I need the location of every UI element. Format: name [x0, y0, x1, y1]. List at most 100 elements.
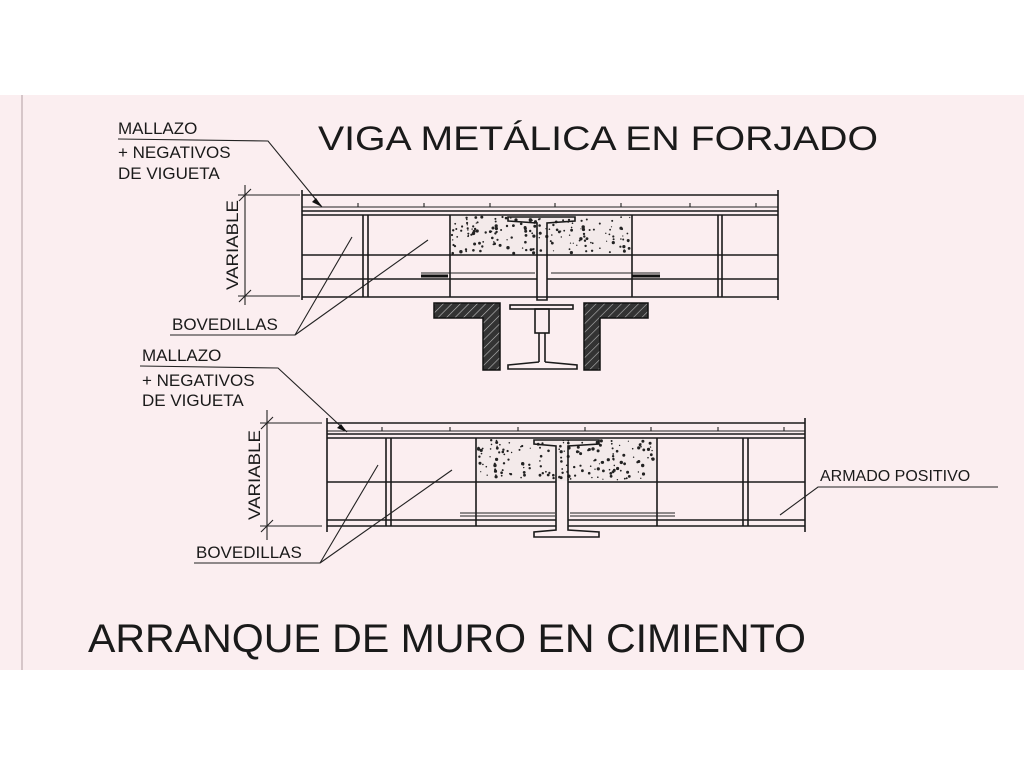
speckle-dot	[576, 244, 578, 246]
speckle-dot	[460, 229, 463, 232]
speckle-dot	[532, 251, 536, 255]
speckle-dot	[522, 471, 526, 474]
speckle-dot	[493, 469, 498, 473]
speckle-dot	[537, 218, 540, 221]
speckle-dot	[640, 445, 642, 448]
speckle-dot	[597, 476, 599, 479]
speckle-dot	[548, 228, 551, 230]
speckle-dot	[579, 452, 583, 456]
leader-mallazo	[139, 365, 348, 433]
speckle-dot	[473, 227, 477, 231]
speckle-dot	[646, 447, 651, 451]
speckle-dot	[465, 216, 468, 219]
slab-top	[301, 190, 779, 300]
speckle-dot	[470, 233, 473, 236]
speckle-dot	[450, 233, 454, 237]
speckle-dot	[508, 442, 511, 444]
speckle-dot	[509, 473, 513, 476]
speckle-dot	[482, 241, 485, 243]
speckle-dot	[480, 471, 482, 473]
concrete-fill	[476, 439, 657, 481]
speckle-dot	[466, 221, 469, 225]
speckle-dot	[611, 447, 614, 450]
speckle-dot	[461, 225, 464, 228]
speckle-dot	[504, 216, 508, 220]
speckle-dot	[596, 449, 600, 453]
speckle-dot	[494, 475, 498, 479]
speckle-dot	[500, 229, 503, 231]
speckle-dot	[588, 229, 591, 231]
speckle-dot	[623, 477, 626, 480]
speckle-dot	[640, 477, 642, 479]
speckle-dot	[573, 465, 576, 469]
speckle-dot	[503, 453, 506, 456]
speckle-dot	[610, 442, 613, 445]
dimension-variable: VARIABLE	[223, 185, 300, 305]
speckle-dot	[521, 462, 525, 466]
speckle-dot	[541, 472, 544, 475]
speckle-dot	[641, 472, 646, 476]
speckle-dot	[622, 245, 626, 249]
speckle-dot	[612, 457, 615, 461]
speckle-dot	[479, 249, 482, 253]
speckle-dot	[615, 449, 619, 453]
speckle-dot	[599, 439, 603, 443]
speckle-dot	[570, 228, 573, 232]
speckle-dot	[590, 241, 592, 244]
label-bovedillas: BOVEDILLAS	[172, 315, 278, 334]
speckle-dot	[533, 248, 535, 250]
speckle-dot	[500, 474, 503, 477]
speckle-dot	[506, 449, 509, 453]
speckle-dot	[569, 251, 574, 255]
arrow-icon	[312, 198, 322, 207]
speckle-dot	[579, 237, 583, 241]
speckle-dot	[490, 439, 493, 442]
speckle-dot	[623, 249, 626, 252]
speckle-dot	[495, 230, 498, 234]
speckle-dot	[501, 450, 505, 454]
rebar-ticks	[381, 427, 785, 431]
speckle-dot	[559, 450, 563, 454]
speckle-dot	[524, 240, 527, 244]
speckle-dot	[608, 468, 611, 471]
speckle-dot	[521, 247, 524, 249]
speckle-dot	[568, 234, 571, 236]
speckle-dot	[565, 464, 568, 467]
label-negativos: + NEGATIVOS	[118, 143, 231, 162]
speckle-dot	[501, 469, 504, 472]
speckle-dot	[581, 441, 584, 444]
label-variable: VARIABLE	[223, 200, 242, 290]
speckle-dot	[568, 248, 571, 251]
speckle-dot	[563, 229, 566, 232]
speckle-dot	[518, 448, 521, 451]
speckle-dot	[594, 458, 597, 462]
label-variable: VARIABLE	[245, 430, 264, 520]
speckle-dot	[570, 226, 573, 229]
speckle-dot	[583, 235, 586, 238]
speckle-dot	[599, 247, 601, 249]
steel-i-beam	[533, 439, 600, 538]
speckle-dot	[459, 250, 463, 254]
speckle-dot	[496, 445, 498, 447]
speckle-dot	[596, 467, 600, 471]
speckle-dot	[569, 242, 572, 244]
speckle-dot	[627, 240, 630, 243]
wall-support-right	[583, 302, 649, 371]
speckle-dot	[467, 229, 469, 231]
speckle-dot	[649, 446, 652, 448]
speckle-dot	[488, 230, 492, 234]
speckle-dot	[609, 228, 611, 231]
speckle-dot	[562, 219, 565, 222]
concrete-speckle	[477, 439, 655, 481]
speckle-dot	[560, 456, 563, 459]
speckle-dot	[493, 463, 497, 468]
speckle-dot	[495, 446, 499, 450]
speckle-dot	[612, 238, 615, 241]
speckle-dot	[618, 444, 621, 447]
speckle-dot	[581, 469, 584, 473]
speckle-dot	[627, 247, 631, 250]
speckle-dot	[605, 232, 607, 234]
speckle-dot	[620, 216, 622, 219]
speckle-dot	[472, 229, 476, 233]
speckle-dot	[602, 469, 605, 473]
